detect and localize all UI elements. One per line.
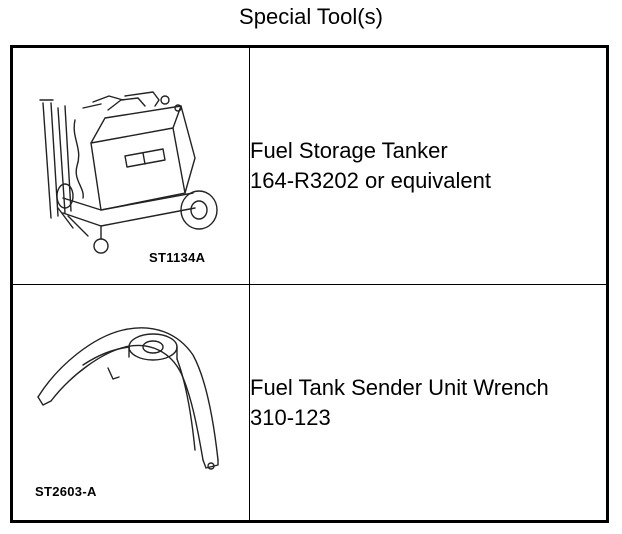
tool-illustration-cell: ST2603-A: [11, 284, 250, 522]
table-row: ST2603-A Fuel Tank Sender Unit Wrench 31…: [11, 284, 608, 522]
tool-code: ST1134A: [149, 250, 206, 265]
tool-name: Fuel Storage Tanker: [250, 138, 448, 163]
tool-description-cell: Fuel Storage Tanker 164-R3202 or equival…: [249, 46, 608, 285]
tool-part-number: 164-R3202 or equivalent: [250, 168, 491, 193]
tool-description-cell: Fuel Tank Sender Unit Wrench 310-123: [249, 284, 608, 522]
tool-name: Fuel Tank Sender Unit Wrench: [250, 374, 549, 400]
sender-unit-wrench-icon: [37, 327, 219, 470]
table-row: ST1134A Fuel Storage Tanker 164-R3202 or…: [11, 46, 608, 285]
tool-part-number: 310-123: [250, 404, 331, 430]
tool-illustration-cell: ST1134A: [11, 46, 250, 285]
tool-code: ST2603-A: [35, 484, 97, 499]
page-title: Special Tool(s): [239, 4, 383, 29]
fuel-tanker-cart-icon: [39, 91, 218, 254]
special-tools-table: ST1134A Fuel Storage Tanker 164-R3202 or…: [10, 45, 609, 523]
